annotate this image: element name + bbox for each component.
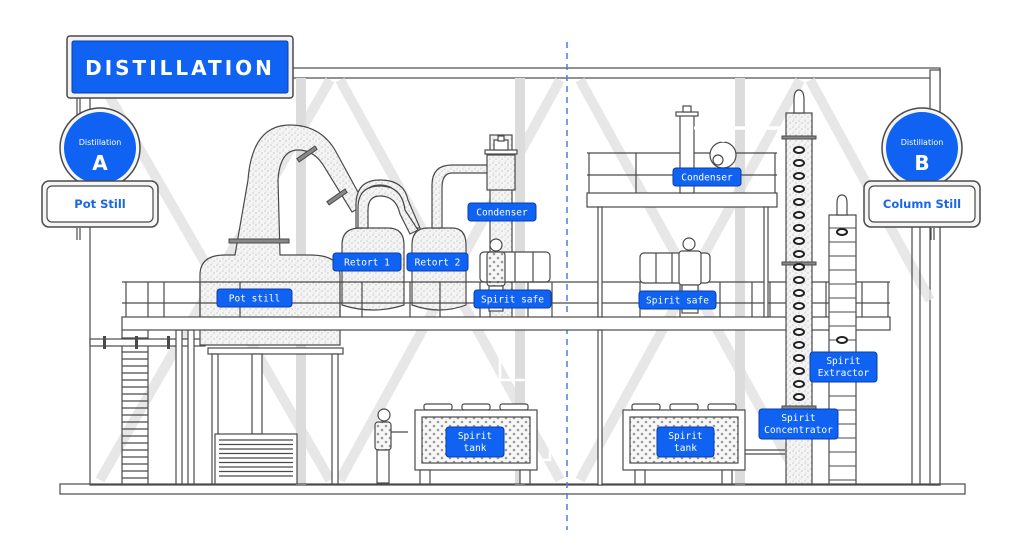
worker-tank (374, 408, 408, 484)
section-a-plate: Pot Still (74, 197, 125, 211)
column-plate (793, 315, 805, 323)
extractor-plate (836, 228, 848, 236)
label-spirit-extractor: Spirit Extractor (809, 351, 878, 383)
section-a-badge: Distillation A Pot Still (41, 98, 159, 240)
label-spirit-concentrator: Spirit Concentrator (758, 408, 839, 440)
column-plate (793, 276, 805, 284)
label-text: Retort 2 (415, 258, 461, 269)
column-plate (793, 354, 805, 362)
label-condenser-b: Condenser (672, 167, 742, 187)
section-b-badge: Distillation B Column Still (863, 107, 981, 240)
label-text: Spirit (826, 356, 860, 367)
ladder (121, 330, 149, 484)
badge-letter: B (914, 151, 929, 175)
badge-caption: Distillation (901, 138, 944, 147)
title-sign: DISTILLATION (66, 35, 294, 99)
label-spirit-tank-a: Spirit tank (445, 426, 505, 458)
ground-floor (59, 483, 966, 495)
label-text: Pot still (229, 294, 280, 305)
label-text: Spirit (668, 431, 702, 442)
column-plate (793, 263, 805, 271)
column-plate (793, 185, 805, 193)
label-text: Spirit (458, 431, 492, 442)
label-spirit-tank-b: Spirit tank (656, 426, 715, 458)
label-retort-2: Retort 2 (406, 252, 469, 272)
column-plate (793, 328, 805, 336)
label-text: Retort 1 (344, 258, 390, 269)
label-text: Concentrator (764, 425, 833, 436)
spirit-extractor-column (828, 194, 857, 485)
label-text: Spirit safe (481, 295, 544, 306)
column-plate (793, 250, 805, 258)
pot-still-base (207, 347, 344, 485)
label-text: Extractor (818, 368, 870, 379)
column-plate (793, 380, 805, 388)
column-plate (793, 172, 805, 180)
column-plate (793, 224, 805, 232)
extractor-plate (836, 336, 848, 344)
column-plate (793, 393, 805, 401)
column-plate (793, 237, 805, 245)
label-retort-1: Retort 1 (332, 252, 402, 272)
label-text: Condenser (476, 208, 528, 219)
column-plate (793, 289, 805, 297)
column-plate (793, 198, 805, 206)
column-plate (793, 302, 805, 310)
column-plate (793, 159, 805, 167)
column-plate (793, 146, 805, 154)
label-spirit-safe-b: Spirit safe (638, 290, 717, 310)
badge-caption: Distillation (79, 138, 122, 147)
column-plate (793, 341, 805, 349)
page-title: DISTILLATION (85, 56, 275, 80)
label-text: Spirit safe (646, 296, 709, 307)
label-condenser-a: Condenser (467, 202, 537, 222)
label-spirit-safe-a: Spirit safe (473, 289, 552, 309)
badge-letter: A (92, 151, 108, 175)
label-text: tank (674, 443, 697, 454)
label-text: Condenser (681, 173, 733, 184)
label-text: Spirit (781, 413, 815, 424)
column-plate (793, 367, 805, 375)
section-b-plate: Column Still (883, 197, 961, 211)
column-plate (793, 211, 805, 219)
label-pot-still: Pot still (216, 288, 293, 308)
label-text: tank (464, 443, 487, 454)
